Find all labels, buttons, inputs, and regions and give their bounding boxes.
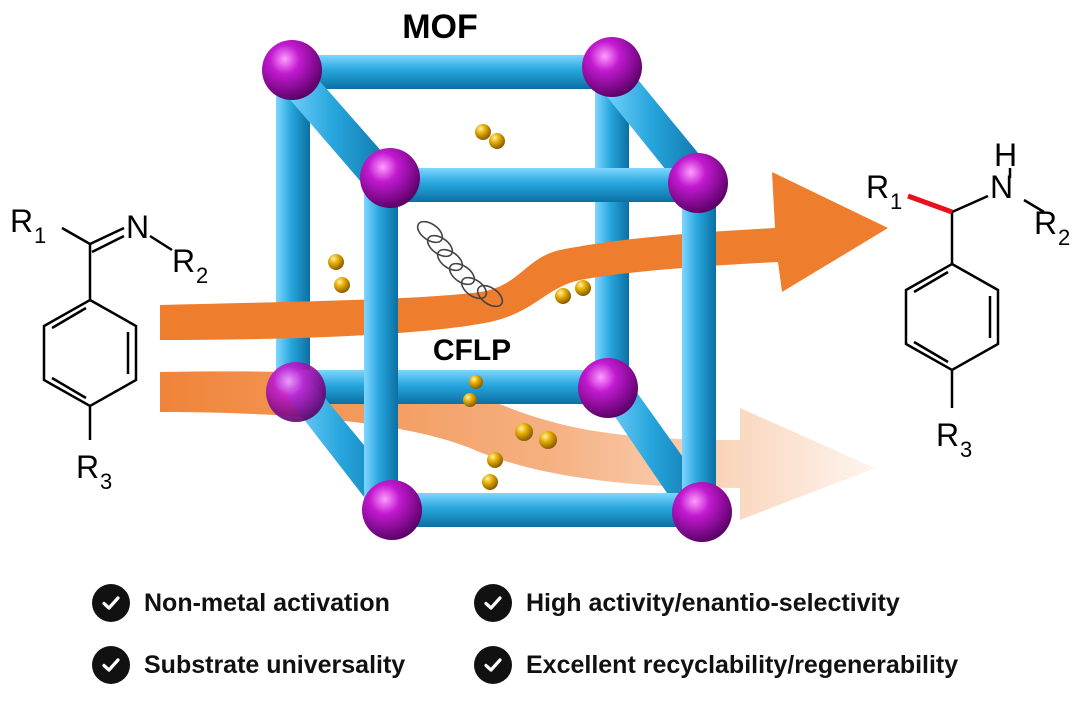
new-bond-highlight [907,193,953,215]
check-icon [92,584,130,622]
check-icon [92,646,130,684]
mof-label: MOF [402,8,478,46]
svg-text:N: N [990,169,1013,205]
svg-text:3: 3 [100,469,112,494]
svg-text:R: R [76,449,99,485]
feature-text: High activity/enantio-selectivity [526,588,900,617]
svg-text:3: 3 [960,437,972,462]
svg-text:R: R [10,203,33,239]
svg-text:N: N [126,209,149,245]
svg-text:1: 1 [890,189,902,214]
main-arrow [160,172,888,340]
svg-text:R: R [172,243,195,279]
node-front-bottom-right [672,482,732,542]
h2-molecules [328,124,591,490]
feature-text: Non-metal activation [144,588,390,617]
check-icon [474,646,512,684]
product-amine: H N R 1 R 2 R 3 [866,137,1070,462]
reaction-scheme: MOF [10,8,1070,542]
svg-text:1: 1 [34,223,46,248]
svg-text:R: R [866,169,889,205]
feature-item: High activity/enantio-selectivity [474,584,900,622]
svg-text:R: R [1034,205,1057,241]
feature-text: Substrate universality [144,650,406,679]
node-back-top-right [582,37,642,97]
node-back-bottom-right [578,358,638,418]
svg-text:2: 2 [196,263,208,288]
cflp-spring [416,220,504,308]
feature-list: Non-metal activation High activity/enant… [0,570,1083,701]
check-icon [474,584,512,622]
node-front-bottom-left [362,480,422,540]
cflp-label: CFLP [433,334,511,367]
svg-text:2: 2 [1058,225,1070,250]
node-front-top-right [668,153,728,213]
svg-text:R: R [936,417,959,453]
node-front-top-left [360,148,420,208]
feature-item: Excellent recyclability/regenerability [474,646,958,684]
feature-text: Excellent recyclability/regenerability [526,650,959,679]
mof-front-frame [364,168,716,527]
feature-item: Non-metal activation [92,584,390,622]
svg-text:H: H [994,137,1017,173]
reactant-imine: R 1 N R 2 R 3 [10,203,208,494]
feature-item: Substrate universality [92,646,405,684]
node-back-bottom-left [266,362,326,422]
node-back-top-left [262,40,322,100]
